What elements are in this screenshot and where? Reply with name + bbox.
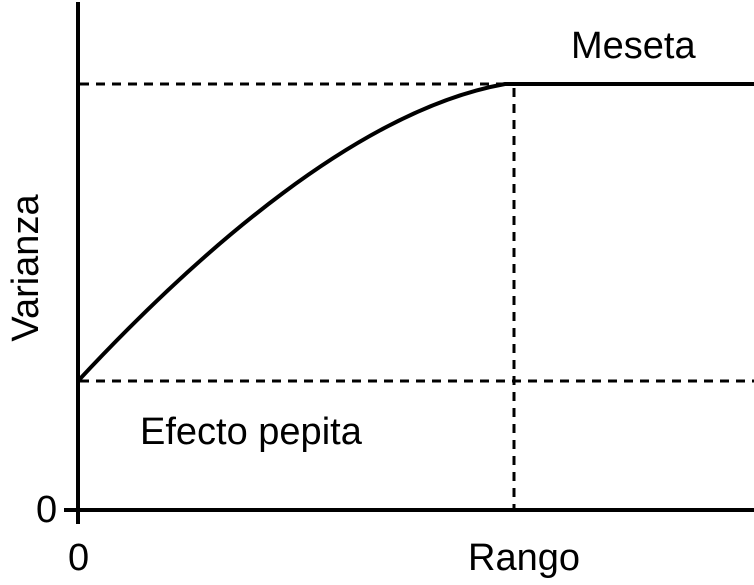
y-axis-label: Varianza (5, 194, 47, 342)
x-origin-label: 0 (68, 537, 89, 579)
variogram-curve (76, 82, 754, 383)
sill-label: Meseta (571, 25, 696, 67)
y-origin-label: 0 (36, 489, 57, 531)
nugget-label: Efecto pepita (140, 411, 363, 453)
range-label: Rango (468, 537, 580, 579)
